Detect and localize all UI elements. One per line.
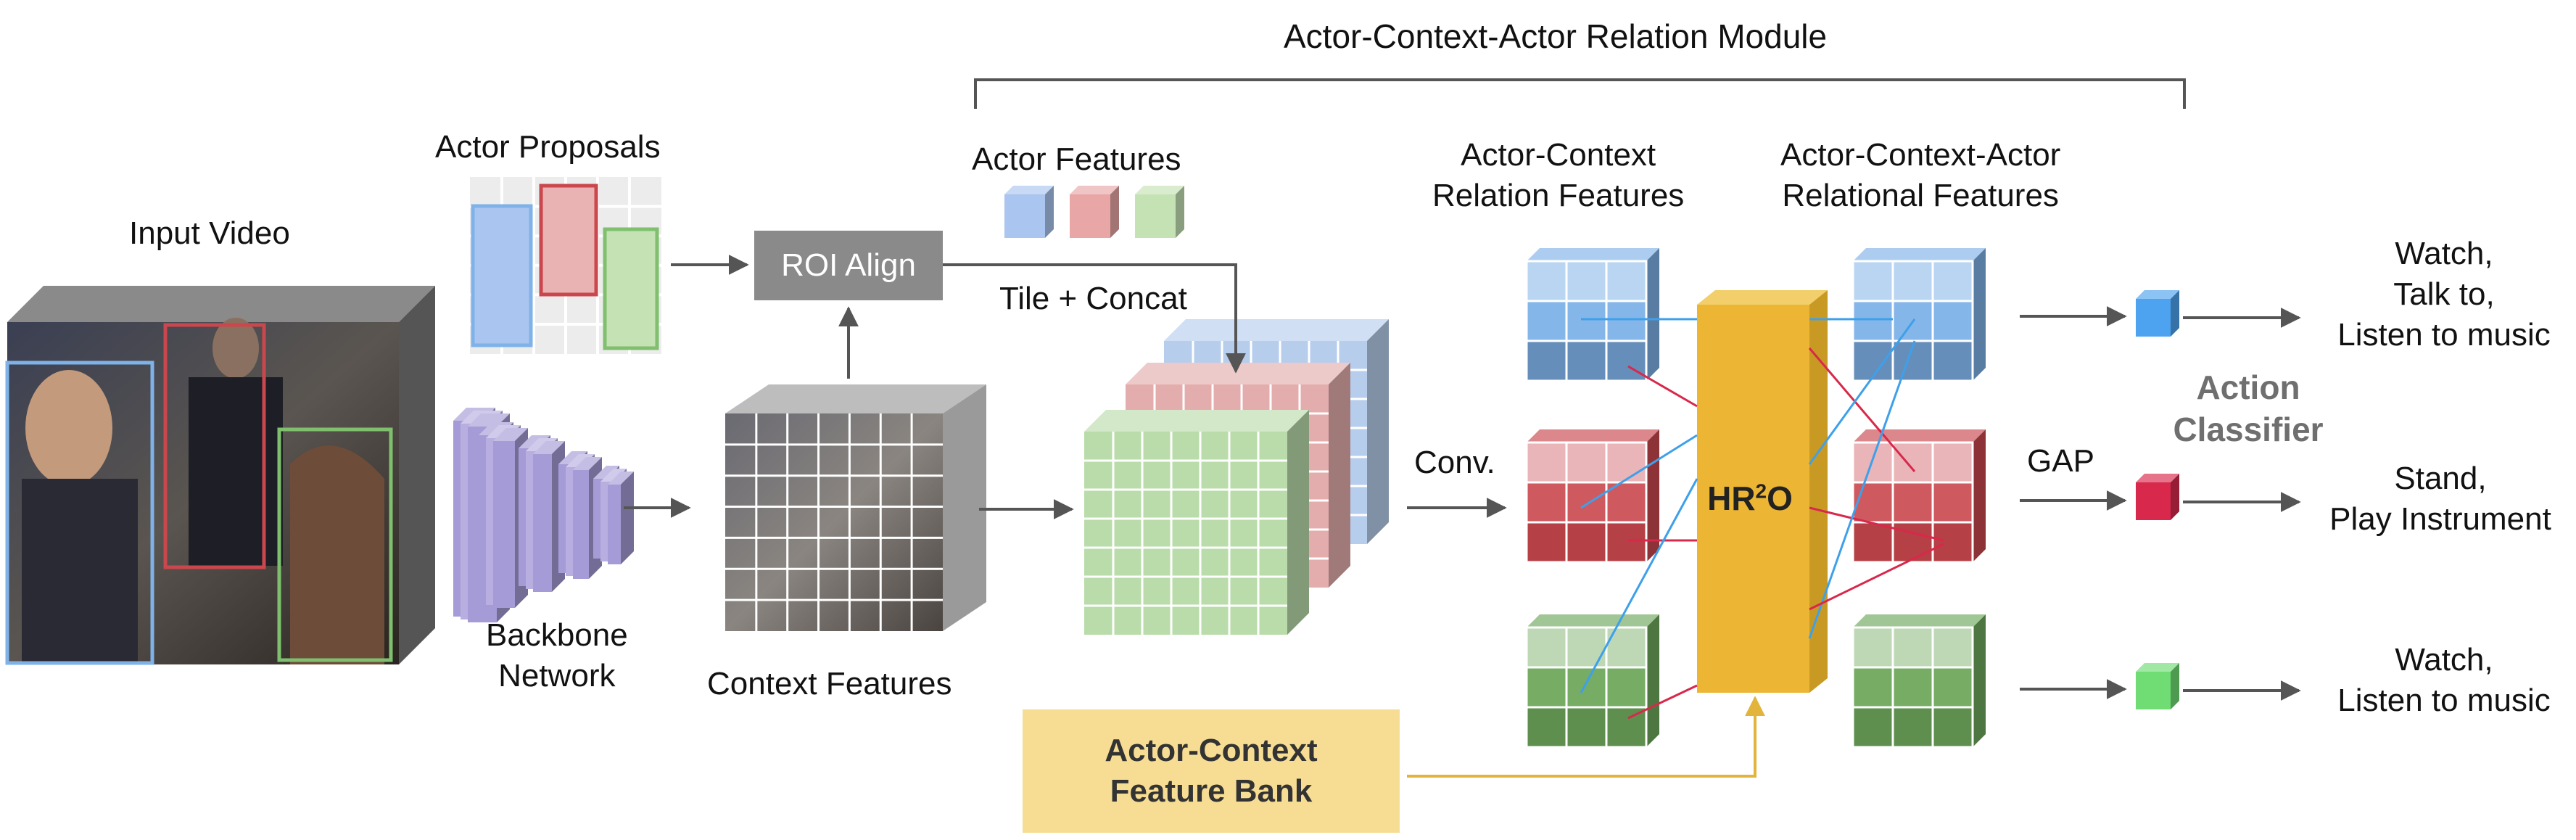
- acar-features-line2: Relational Features: [1782, 178, 2059, 213]
- actor-feature-red-cube: [1070, 186, 1119, 238]
- actor-proposals-label: Actor Proposals: [435, 129, 661, 165]
- input-video-cube: [5, 286, 435, 665]
- output-1-line-2: Talk to,: [2393, 276, 2495, 312]
- roi-align-box: ROI Align: [754, 231, 943, 300]
- acr-features-line2: Relation Features: [1432, 178, 1685, 213]
- backbone-label-line2: Network: [498, 658, 616, 693]
- acar-green-cube: [1852, 614, 1986, 749]
- actor-feature-green-cube: [1135, 186, 1184, 238]
- classifier-blue-cube: [2136, 290, 2179, 337]
- acar-features-label: Actor-Context-Actor Relational Features: [1780, 135, 2060, 216]
- input-video-label: Input Video: [129, 215, 290, 251]
- hr2o-label-sup: 2: [1755, 479, 1767, 503]
- output-3-line-1: Watch,: [2395, 642, 2493, 678]
- tile-green-layer: [1084, 410, 1309, 635]
- acar-features-line1: Actor-Context-Actor: [1780, 137, 2061, 173]
- classifier-cubes: [2136, 290, 2179, 709]
- tiled-feature-stack: [1084, 319, 1389, 635]
- hr2o-label-end: O: [1767, 479, 1793, 517]
- acar-blue-cube: [1852, 248, 1986, 382]
- bank-to-hr2o-arrow: [1407, 696, 1765, 778]
- conv-label: Conv.: [1414, 445, 1495, 480]
- actor-proposals-grid: [470, 177, 661, 354]
- acr-green-cube: [1525, 614, 1659, 749]
- actor-features-label: Actor Features: [972, 141, 1181, 177]
- output-2-line-1: Stand,: [2394, 461, 2487, 496]
- gap-label: GAP: [2027, 443, 2094, 479]
- output-labels-3: Watch, Listen to music: [2328, 640, 2560, 721]
- flow-arrows: [624, 255, 2301, 701]
- module-bracket: [974, 78, 2186, 109]
- output-labels-2: Stand, Play Instrument: [2317, 458, 2564, 540]
- bank-label-line2: Feature Bank: [1110, 773, 1313, 809]
- bank-label-line1: Actor-Context: [1105, 733, 1318, 768]
- module-title: Actor-Context-Actor Relation Module: [1284, 17, 1828, 55]
- actor-context-feature-bank: Actor-Context Feature Bank: [1023, 709, 1400, 833]
- backbone-label-line1: Backbone: [486, 617, 628, 653]
- relation-lines: [1580, 318, 1944, 720]
- action-classifier-line2: Classifier: [2173, 411, 2324, 448]
- actor-context-relation-cubes: [1525, 248, 1659, 749]
- backbone-network: [453, 408, 634, 622]
- action-classifier-label: Action Classifier: [2143, 366, 2353, 450]
- output-2-line-2: Play Instrument: [2329, 501, 2551, 537]
- actor-feature-blue-cube: [1004, 186, 1054, 238]
- action-classifier-line1: Action: [2196, 368, 2300, 406]
- backbone-layer-5-3: [608, 472, 634, 564]
- output-3-line-2: Listen to music: [2337, 683, 2551, 718]
- tile-concat-label: Tile + Concat: [999, 281, 1187, 316]
- backbone-label: Backbone Network: [486, 615, 628, 696]
- acr-features-label: Actor-Context Relation Features: [1432, 135, 1684, 216]
- acr-red-cube: [1525, 429, 1659, 564]
- acr-blue-cube: [1525, 248, 1659, 382]
- classifier-red-cube: [2136, 474, 2179, 520]
- output-labels-1: Watch, Talk to, Listen to music: [2328, 234, 2560, 355]
- hr2o-label: HR2O: [1696, 479, 1804, 518]
- acar-red-cube: [1852, 429, 1986, 564]
- output-1-line-3: Listen to music: [2337, 317, 2551, 353]
- context-features-label: Context Features: [707, 666, 952, 701]
- hr2o-label-base: HR: [1707, 479, 1756, 517]
- output-1-line-1: Watch,: [2395, 236, 2493, 271]
- actor-feature-cubes: [1004, 186, 1184, 238]
- context-features-cube: [725, 384, 986, 631]
- acr-features-line1: Actor-Context: [1461, 137, 1656, 173]
- acar-relational-cubes: [1852, 248, 1986, 749]
- hr2o-block: [1697, 290, 1828, 693]
- classifier-green-cube: [2136, 663, 2179, 709]
